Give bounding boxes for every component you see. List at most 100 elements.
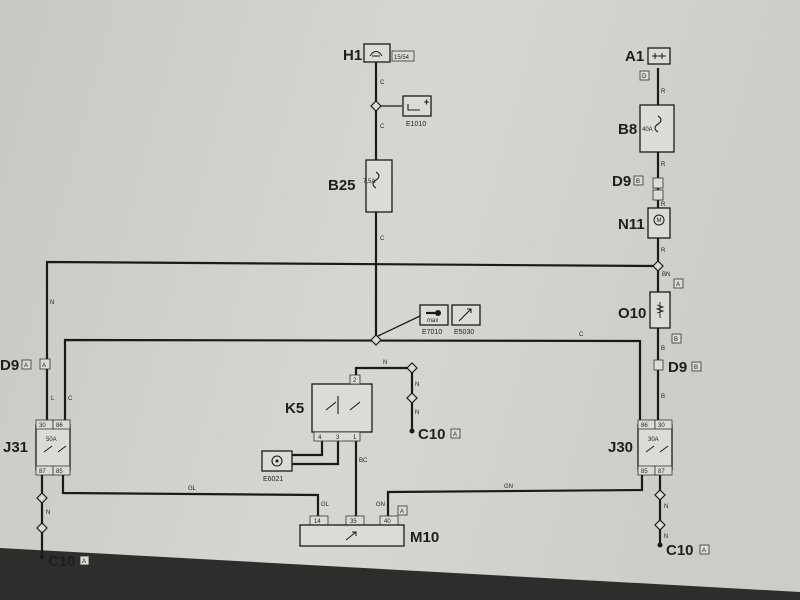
connector-k5-2 [406,392,418,404]
ignition-icon [369,51,383,57]
label-b8: B8 [618,121,637,138]
wire-label-gn: GN [504,484,513,490]
wire-gn [386,470,644,516]
pin-k5-3: 3 [336,435,340,441]
pin-j30-85: 85 [641,469,648,475]
connector-k5-1 [406,362,418,374]
monitor-bezel [0,548,800,600]
wire-label-c-j31: C [68,396,73,402]
battery-icon [652,53,666,59]
pin-j31-30: 30 [39,423,46,429]
junction-main [370,334,382,346]
label-o10: O10 [618,305,646,322]
label-j30-rating: 30A [648,437,659,443]
battery-icon [407,99,429,111]
label-b25-rating: 7,5A [363,179,375,185]
label-c10-mid: C10 [418,426,446,443]
label-a1-tag: D [642,74,647,80]
relay-icon [325,396,361,414]
label-d9-left: D9 [0,357,19,374]
wire-label-gn2: GN [376,502,385,508]
wire-label-r4: R [661,248,666,254]
wire-label-r3: R [661,202,666,208]
label-j31: J31 [3,439,28,456]
wire-label-bc: BC [359,458,368,464]
label-j30: J30 [608,439,633,456]
label-e6021: E6021 [263,476,283,483]
label-c10-right-tag: A [702,548,706,554]
label-c10-left: C10 [48,553,76,570]
wire-label-n2: N [383,360,387,366]
pin-m10-40: 40 [384,519,391,525]
label-e7010: E7010 [422,329,442,336]
connector-j31-2 [36,522,48,534]
wire-label-c2: C [380,124,385,130]
resistor-icon [655,302,665,318]
label-d9-right-top: D9 [612,173,631,190]
component-o10: O10 B [618,291,682,344]
label-o10-tag: B [674,337,678,343]
wire-gl [61,470,320,516]
component-b25: B25 7,5A [328,159,393,213]
wire-e7010 [377,315,421,337]
component-d9-right-mid: D9 B [653,359,702,376]
connector-j30-1 [654,489,666,501]
label-d9-right-mid: D9 [668,359,687,376]
label-j31-rating: 50A [46,437,57,443]
pin-j31-86: 86 [56,423,63,429]
pin-j31-85: 85 [56,469,63,475]
wire-label-c1: C [380,80,385,86]
wire-label-r1: R [661,89,666,95]
component-d9-left: D9 A A [0,357,51,374]
wire-label-b2: B [661,394,665,400]
label-d9-right-top-tag: B [636,179,640,185]
component-j30: J30 30A 86 30 85 87 [608,419,673,476]
label-c10-right: C10 [666,542,694,559]
wire-label-c4: C [579,332,584,338]
label-h1: H1 [343,47,362,64]
connector-j30-2 [654,519,666,531]
label-b8-rating: 40A [642,127,653,133]
component-c10-mid: C10 A [409,426,461,443]
label-e1010: E1010 [406,121,426,128]
label-k5: K5 [285,400,304,417]
label-e7010-text: max [427,318,438,324]
component-c10-left: C10 A [39,553,90,570]
connectors [36,100,666,534]
wire-label-c3: C [380,236,385,242]
gear-icon [271,455,283,467]
wire-label-r2: R [661,162,666,168]
wire-label-n1: N [50,300,54,306]
label-n11-symbol: M [657,218,662,224]
label-c10-left-tag: A [82,559,86,565]
component-e1010: E1010 [402,95,432,128]
wire-label-gl: GL [188,486,197,492]
fuse-icon [654,115,662,133]
wire-label-l: L [51,396,55,402]
wire-label-n3: N [415,382,419,388]
wires [40,62,662,556]
wire-labels: C C C C R R R R BN A B B N N N N N N N L… [46,80,684,540]
label-h1-tag: 15/54 [394,55,410,61]
motor-icon [653,214,665,226]
junction-e1010 [370,100,382,112]
wire-bus-n [45,260,655,430]
module-icon [345,531,357,541]
label-d9-left-tag2: A [42,363,46,369]
wire-label-bn-tag: A [676,282,680,288]
pin-k5-4: 4 [318,435,322,441]
label-n11: N11 [618,216,645,233]
component-h1: H1 15/54 [343,43,415,64]
component-c10-right: C10 A [657,542,710,559]
pin-j30-30: 30 [658,423,665,429]
relay-icon [645,445,669,453]
label-b25: B25 [328,177,356,194]
component-k5: K5 2 4 3 1 [285,374,373,442]
wire-label-n6: N [664,504,668,510]
wire-k5-e6021-b [292,440,340,466]
wire-label-bn: BN [662,272,670,278]
wire-label-n5: N [46,510,50,516]
